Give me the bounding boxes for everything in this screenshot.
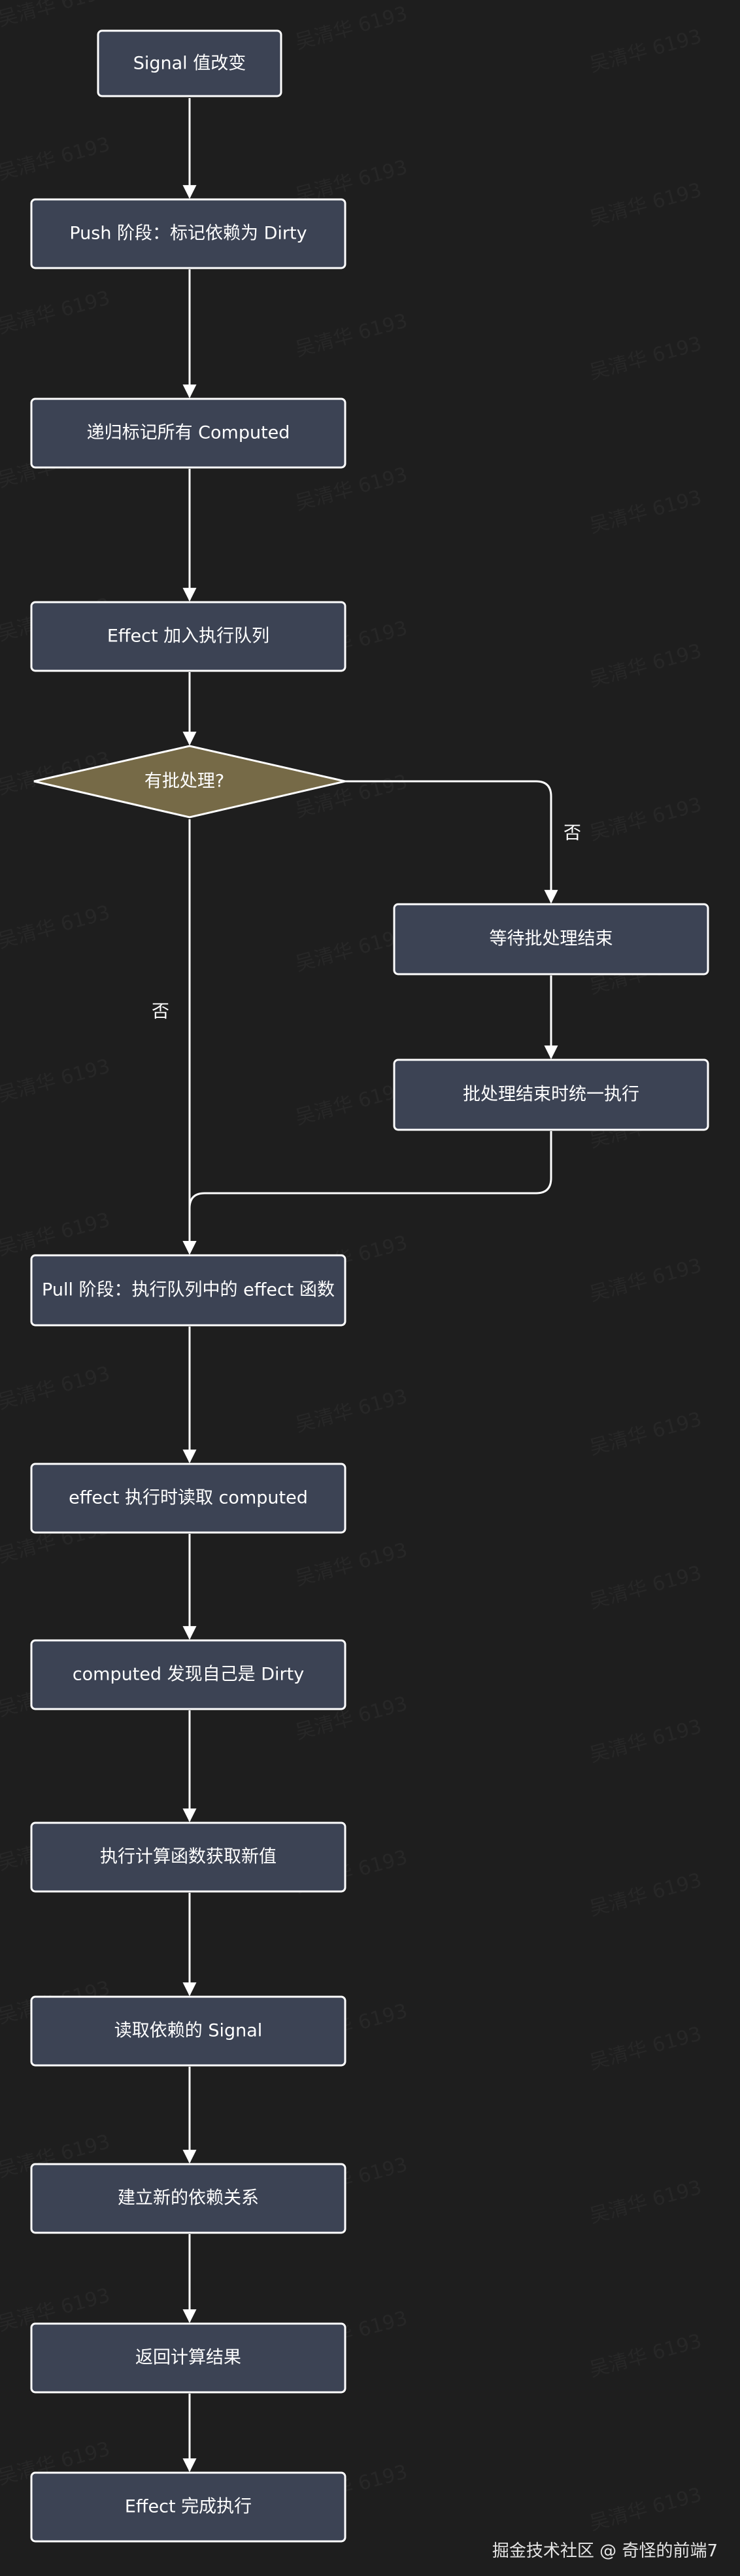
watermark-text: 吴清华 6193 (587, 1869, 704, 1920)
node-label: 等待批处理结束 (490, 929, 613, 949)
watermark-text: 吴清华 6193 (587, 1408, 704, 1459)
watermark-text: 吴清华 6193 (293, 2, 410, 54)
watermark-text: 吴清华 6193 (587, 332, 704, 384)
watermark-text: 吴清华 6193 (293, 1385, 410, 1436)
watermark-text: 吴清华 6193 (0, 901, 112, 953)
watermark-text: 吴清华 6193 (587, 486, 704, 537)
watermark-text: 吴清华 6193 (587, 2483, 704, 2535)
watermark-text: 吴清华 6193 (587, 639, 704, 691)
edges (182, 98, 558, 2473)
node-has-batch: 有批处理? (33, 745, 346, 819)
watermark-text: 吴清华 6193 (293, 924, 410, 975)
node-compute-new: 执行计算函数获取新值 (30, 1822, 346, 1893)
watermark-text: 吴清华 6193 (293, 463, 410, 515)
edge-batch-to-pull (182, 1131, 552, 1255)
watermark-text: 吴清华 6193 (0, 286, 112, 338)
node-label: 执行计算函数获取新值 (100, 1847, 277, 1867)
node-label: Effect 加入执行队列 (107, 626, 269, 647)
watermark-text: 吴清华 6193 (0, 1362, 112, 1414)
watermark-text: 吴清华 6193 (293, 309, 410, 361)
node-label: Effect 完成执行 (125, 2497, 252, 2517)
watermark-text: 吴清华 6193 (293, 1077, 410, 1129)
node-push-phase: Push 阶段：标记依赖为 Dirty (30, 198, 346, 269)
node-label: Push 阶段：标记依赖为 Dirty (69, 224, 307, 244)
node-label: effect 执行时读取 computed (69, 1488, 308, 1508)
node-read-signal: 读取依赖的 Signal (30, 1995, 346, 2067)
watermark-text: 吴清华 6193 (587, 25, 704, 76)
node-label: Pull 阶段：执行队列中的 effect 函数 (42, 1280, 335, 1300)
node-label: 返回计算结果 (135, 2348, 241, 2368)
node-batch-execute: 批处理结束时统一执行 (393, 1059, 709, 1131)
node-effect-done: Effect 完成执行 (30, 2471, 346, 2543)
edge-label-nobatch-no: 否 (152, 1002, 169, 1022)
node-label: 读取依赖的 Signal (114, 2021, 263, 2041)
node-build-deps: 建立新的依赖关系 (30, 2163, 346, 2234)
node-label: 递归标记所有 Computed (87, 423, 290, 443)
node-return-result: 返回计算结果 (30, 2322, 346, 2394)
footer-credit: 掘金技术社区 @ 奇怪的前端7 (492, 2541, 718, 2561)
watermark-text: 吴清华 6193 (587, 1715, 704, 1767)
node-effect-read: effect 执行时读取 computed (30, 1463, 346, 1534)
watermark-text: 吴清华 6193 (0, 1055, 112, 1106)
watermark-text: 吴清华 6193 (587, 2330, 704, 2381)
watermark-text: 吴清华 6193 (587, 793, 704, 845)
node-pull-phase: Pull 阶段：执行队列中的 effect 函数 (30, 1254, 346, 1327)
node-label: 建立新的依赖关系 (118, 2188, 259, 2209)
node-signal-change: Signal 值改变 (97, 29, 282, 97)
watermark-text: 吴清华 6193 (587, 178, 704, 230)
watermark-text: 吴清华 6193 (587, 1561, 704, 1613)
watermark-text: 吴清华 6193 (0, 1208, 112, 1260)
node-label: 有批处理? (144, 771, 224, 792)
edge-label-batch-no: 否 (563, 823, 581, 843)
node-mark-computed: 递归标记所有 Computed (30, 398, 346, 469)
node-computed-dirty: computed 发现自己是 Dirty (30, 1639, 346, 1710)
edge-decision-to-wait (345, 780, 558, 904)
watermark-text: 吴清华 6193 (293, 1538, 410, 1590)
node-label: Signal 值改变 (133, 54, 246, 74)
watermark-text: 吴清华 6193 (587, 1254, 704, 1306)
node-effect-queue: Effect 加入执行队列 (30, 601, 346, 672)
watermark-text: 吴清华 6193 (0, 0, 112, 31)
watermark-text: 吴清华 6193 (587, 2176, 704, 2228)
node-label: 批处理结束时统一执行 (463, 1085, 639, 1105)
watermark-text: 吴清华 6193 (587, 2022, 704, 2074)
watermark-text: 吴清华 6193 (0, 133, 112, 184)
node-wait-batch: 等待批处理结束 (393, 903, 709, 975)
node-label: computed 发现自己是 Dirty (73, 1665, 304, 1685)
